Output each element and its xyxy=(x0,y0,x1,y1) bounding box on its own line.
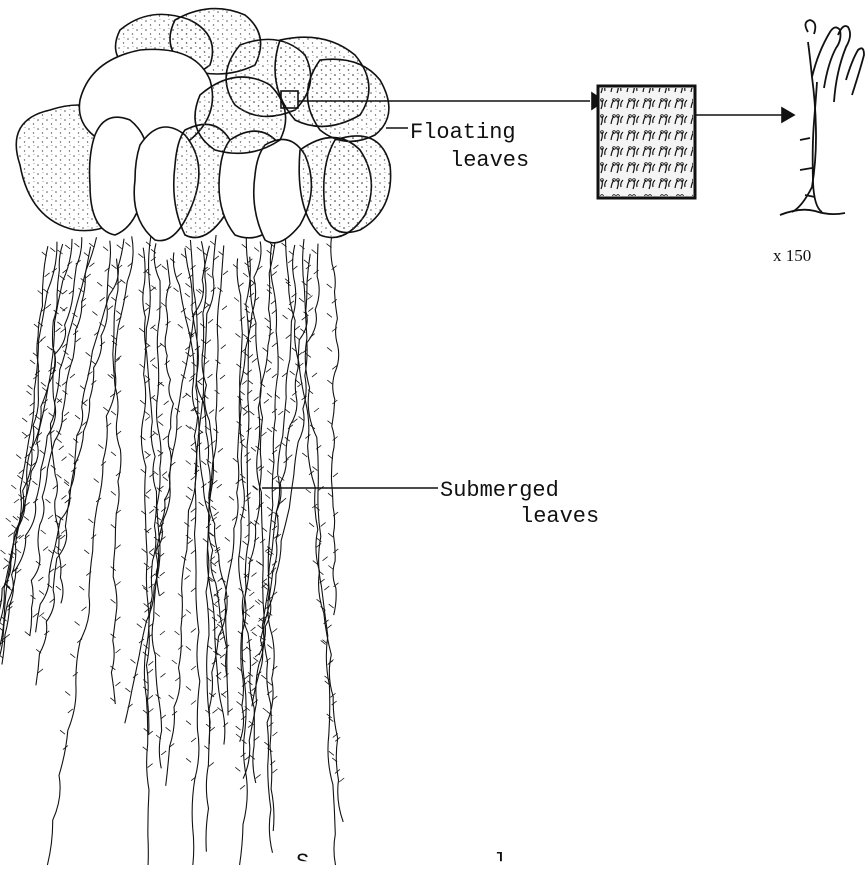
submerged-leaves-label-line2: leaves xyxy=(520,504,599,530)
submerged-leaves-label-line1: Submerged xyxy=(440,478,559,504)
